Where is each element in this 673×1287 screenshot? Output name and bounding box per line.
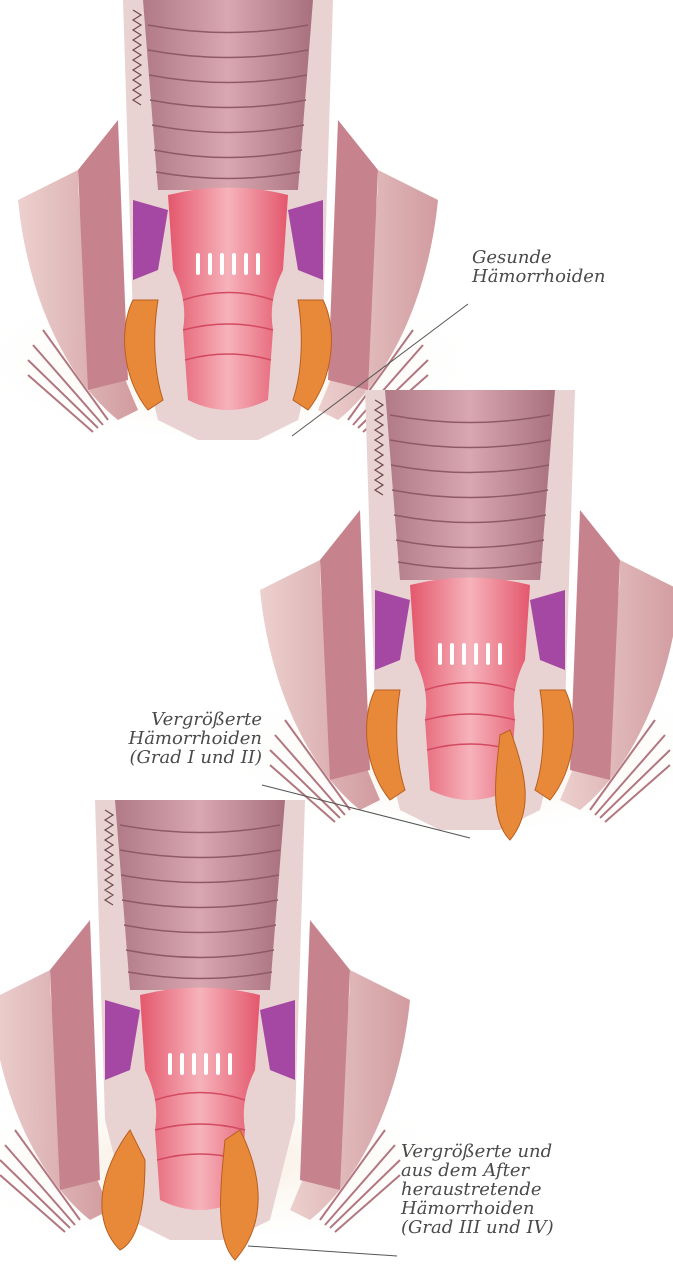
label-prolapsed-hemorrhoids: Vergrößerte und aus dem After heraustret… [401, 1142, 554, 1237]
label-healthy-hemorrhoids: Gesunde Hämorrhoiden [472, 248, 606, 286]
label-line: Gesunde [472, 248, 606, 267]
healthy-anatomy [0, 0, 488, 450]
label-line: (Grad III und IV) [401, 1218, 554, 1237]
label-line: Vergrößerte [120, 710, 262, 729]
label-line: Vergrößerte und [401, 1142, 554, 1161]
label-enlarged-hemorrhoids: Vergrößerte Hämorrhoiden (Grad I und II) [120, 710, 262, 767]
prolapsed-anatomy [0, 800, 460, 1260]
label-line: Hämorrhoiden [120, 729, 262, 748]
label-line: Hämorrhoiden [472, 267, 606, 286]
label-line: (Grad I und II) [120, 748, 262, 767]
enlarged-anatomy [210, 390, 673, 840]
label-line: Hämorrhoiden [401, 1199, 554, 1218]
label-line: heraustretende [401, 1180, 554, 1199]
label-line: aus dem After [401, 1161, 554, 1180]
leader-line-prolapsed [248, 1246, 397, 1256]
